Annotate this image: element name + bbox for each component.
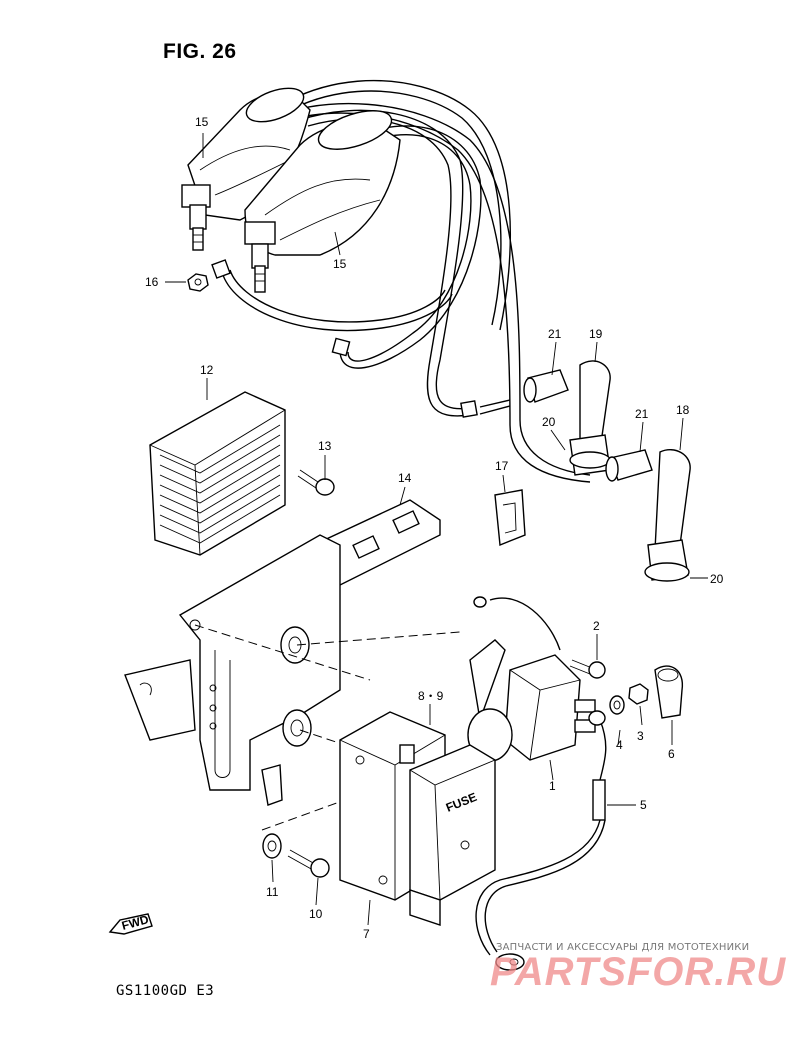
bolt-2 — [569, 659, 606, 679]
callout-5: 5 — [640, 798, 647, 812]
mounting-lines — [194, 624, 461, 831]
callout-6: 6 — [668, 747, 675, 761]
callout-11: 11 — [266, 885, 279, 899]
callout-20-upper: 20 — [542, 415, 556, 429]
callout-8-9: 8・9 — [418, 689, 444, 703]
callout-21-upper: 21 — [548, 327, 562, 341]
fwd-label: FWD — [120, 912, 150, 933]
plug-cap-group-upper — [523, 360, 611, 476]
callout-15-front: 15 — [333, 257, 347, 271]
screw-10 — [287, 849, 330, 878]
clamp-17 — [494, 489, 526, 546]
starter-relay — [467, 596, 596, 762]
fuse-cover — [409, 744, 496, 926]
callout-labels: 15 15 16 12 13 14 17 21 19 20 21 18 20 2… — [145, 115, 724, 941]
callout-21-lower: 21 — [635, 407, 649, 421]
battery-cable — [475, 710, 607, 971]
watermark-logo: PARTSFOR.RU — [490, 950, 787, 994]
washer-4 — [609, 695, 625, 715]
regulator-rectifier — [149, 391, 286, 556]
callout-20-lower: 20 — [710, 572, 724, 586]
leader-lines — [165, 133, 708, 926]
callout-15-rear: 15 — [195, 115, 209, 129]
callout-3: 3 — [637, 729, 644, 743]
callout-14: 14 — [398, 471, 412, 485]
watermark-tagline: ЗАПЧАСТИ И АКСЕССУАРЫ ДЛЯ МОТОТЕХНИКИ — [496, 942, 750, 953]
callout-4: 4 — [616, 738, 623, 752]
callout-13: 13 — [318, 439, 332, 453]
nut-16 — [187, 273, 209, 292]
figure-title: FIG. 26 — [163, 40, 237, 63]
callout-7: 7 — [363, 927, 370, 941]
cap-6 — [654, 665, 684, 719]
screw-13 — [297, 469, 335, 496]
callout-1: 1 — [549, 779, 556, 793]
ignition-coil-front — [244, 110, 401, 293]
callout-10: 10 — [309, 907, 323, 921]
callout-17: 17 — [495, 459, 509, 473]
main-bracket — [124, 534, 341, 806]
model-code: GS1100GD E3 — [116, 983, 215, 999]
callout-2: 2 — [593, 619, 600, 633]
fwd-arrow-icon: FWD — [108, 912, 153, 935]
callout-12: 12 — [200, 363, 214, 377]
plug-cap-group-lower — [605, 449, 691, 582]
callout-19: 19 — [589, 327, 603, 341]
callout-16: 16 — [145, 275, 159, 289]
callout-18: 18 — [676, 403, 690, 417]
nut-3 — [628, 683, 649, 705]
washer-11 — [262, 833, 282, 859]
